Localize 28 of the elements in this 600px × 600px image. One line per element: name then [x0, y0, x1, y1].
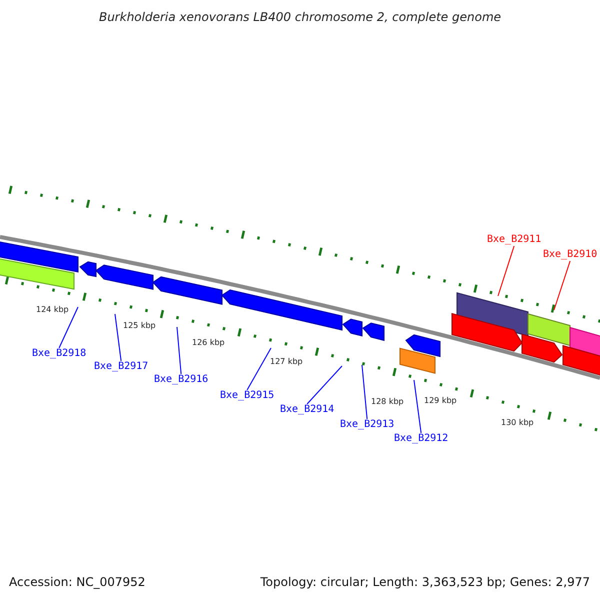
gene-label: Bxe_B2917	[94, 362, 148, 372]
leader-line	[246, 348, 272, 390]
gene-label: Bxe_B2914	[280, 405, 334, 415]
scale-label: 128 kbp	[371, 398, 404, 406]
scale-label: 130 kbp	[501, 419, 534, 427]
gene-label: Bxe_B2911	[487, 235, 542, 245]
gene-label: Bxe_B2915	[220, 391, 274, 401]
leader-line	[554, 260, 571, 310]
scale-label: 127 kbp	[270, 358, 303, 366]
leader-line	[498, 246, 515, 296]
gene-label: Bxe_B2918	[32, 349, 86, 359]
scale-label: 126 kbp	[192, 339, 225, 347]
gene-label: Bxe_B2916	[154, 375, 208, 385]
genome-info-text: Topology: circular; Length: 3,363,523 bp; Genes: 2,977	[260, 576, 590, 588]
scale-label: 125 kbp	[123, 322, 156, 330]
leader-line	[176, 326, 182, 374]
scale-label: 129 kbp	[424, 397, 457, 405]
accession-text: Accession: NC_007952	[9, 576, 146, 588]
gene-label: Bxe_B2910	[543, 250, 598, 260]
leader-line	[58, 306, 78, 348]
diagram-title: Burkholderia xenovorans LB400 chromosome 2, complete genome	[98, 11, 502, 23]
leader-line	[362, 364, 368, 420]
leader-line	[306, 366, 342, 404]
gene-label: Bxe_B2913	[340, 420, 394, 430]
leader-line	[414, 380, 422, 434]
gene-label: Bxe_B2912	[394, 434, 448, 444]
leader-line	[114, 314, 122, 362]
scale-label: 124 kbp	[36, 306, 69, 314]
